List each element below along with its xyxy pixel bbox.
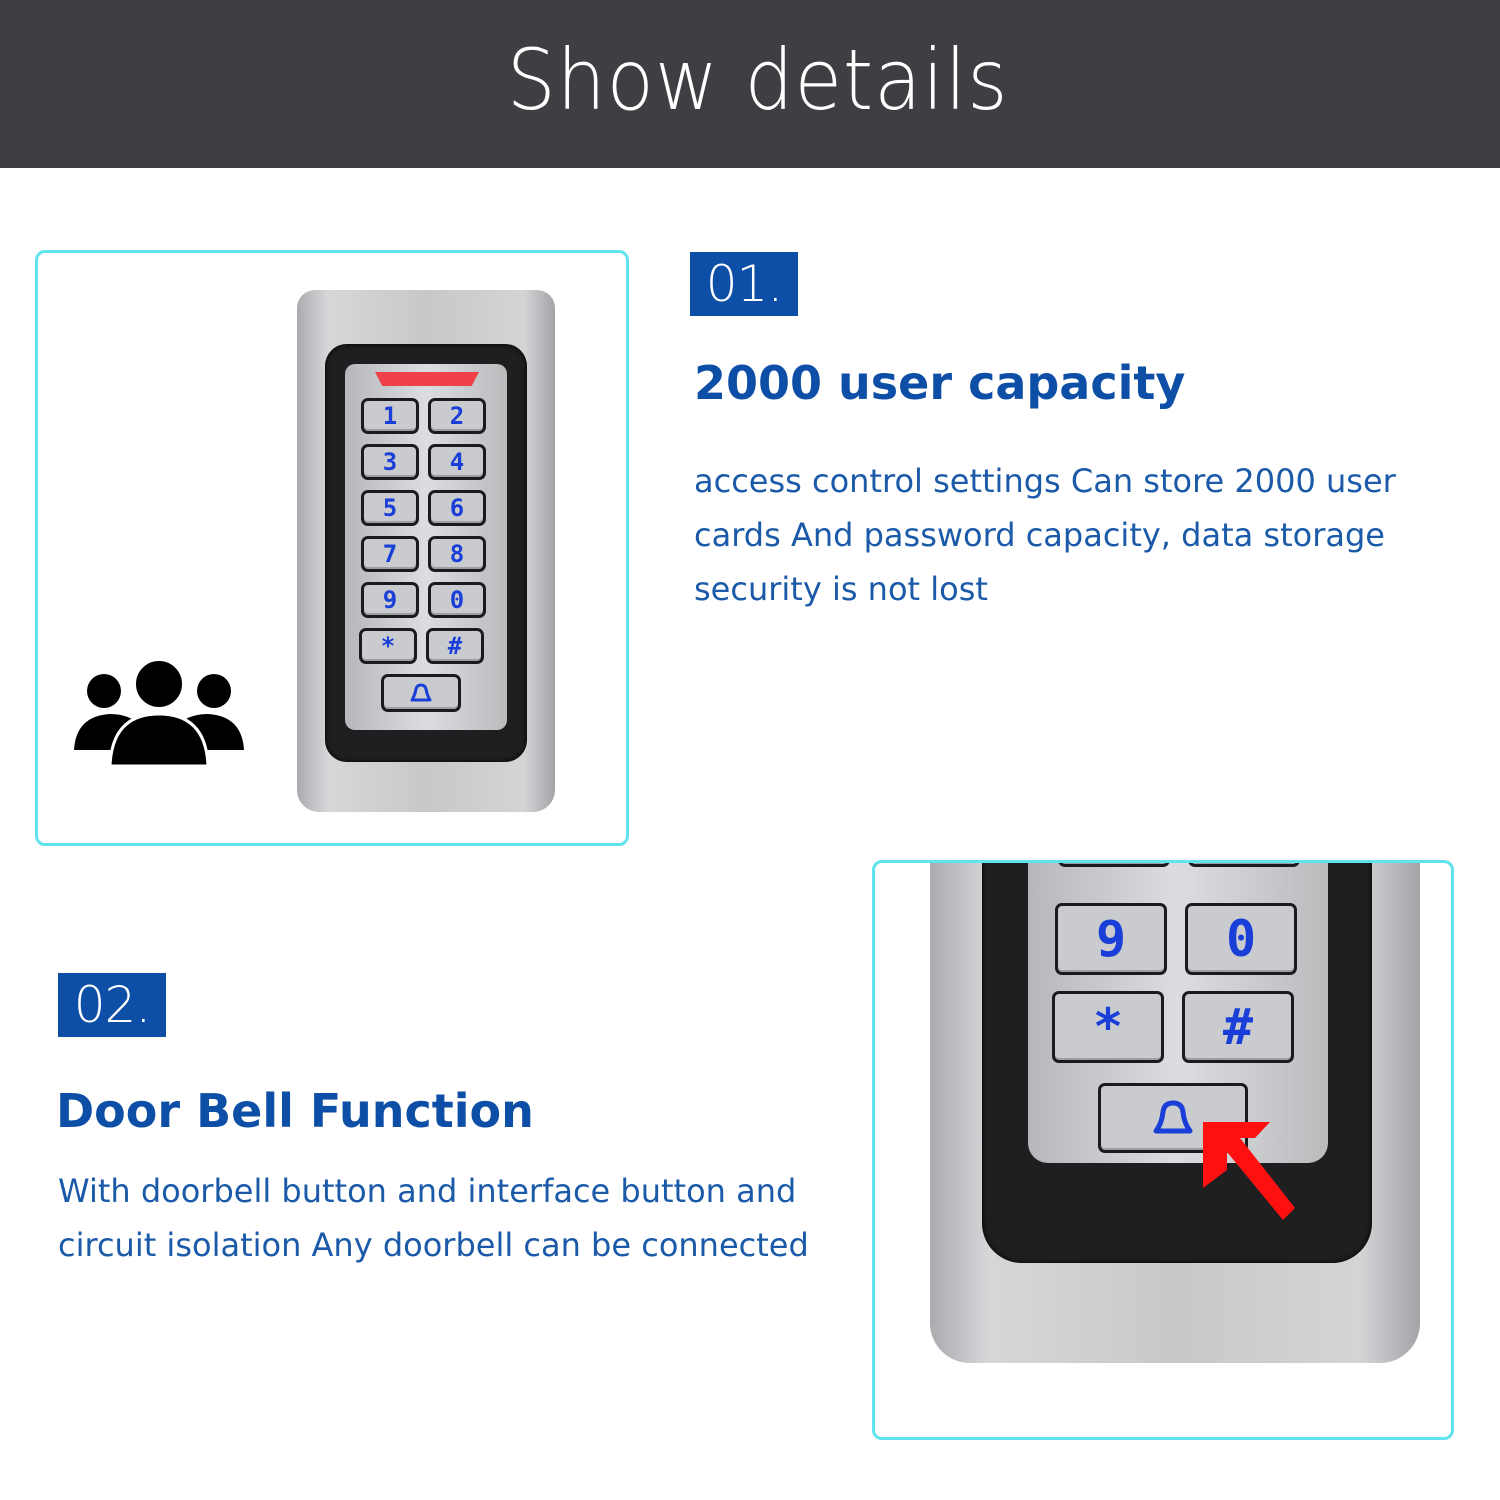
key-label: # [1222, 998, 1254, 1056]
bell-icon [1153, 1100, 1193, 1134]
page-title: Show details [507, 31, 1009, 129]
key-label: # [447, 632, 463, 660]
key-label: 5 [382, 494, 398, 522]
key-label: * [380, 632, 396, 660]
feature-1-number-badge: 01. [690, 252, 798, 316]
header-banner: Show details [0, 0, 1500, 168]
key-star: * [1052, 991, 1164, 1063]
red-arrow-icon [1203, 1122, 1295, 1220]
key-2: 2 [428, 398, 486, 434]
key-8-partial [1188, 863, 1300, 867]
key-label: 4 [449, 448, 465, 476]
key-label: 9 [382, 586, 398, 614]
keypad-device-image: 1 2 3 4 5 6 7 8 9 0 * # [297, 290, 555, 812]
key-label: 7 [382, 540, 398, 568]
key-5: 5 [361, 490, 419, 526]
users-group-icon [74, 659, 244, 768]
key-4: 4 [428, 444, 486, 480]
status-led [375, 372, 479, 386]
key-hash: # [1182, 991, 1294, 1063]
key-label: 3 [382, 448, 398, 476]
feature-2-image-frame: 9 0 * # [872, 860, 1454, 1440]
key-label: 0 [449, 586, 465, 614]
feature-2-title: Door Bell Function [56, 1084, 534, 1138]
key-hash: # [426, 628, 484, 664]
key-star: * [359, 628, 417, 664]
key-label: 2 [449, 402, 465, 430]
key-7: 7 [361, 536, 419, 572]
key-9: 9 [1055, 903, 1167, 975]
feature-2-number-badge: 02. [58, 973, 166, 1037]
feature-1-description: access control settings Can store 2000 u… [694, 462, 1396, 608]
key-1: 1 [361, 398, 419, 434]
key-label: 9 [1095, 910, 1127, 968]
key-label: 0 [1225, 910, 1257, 968]
key-8: 8 [428, 536, 486, 572]
key-3: 3 [361, 444, 419, 480]
key-0: 0 [428, 582, 486, 618]
bell-icon [410, 683, 432, 702]
key-label: 6 [449, 494, 465, 522]
key-0: 0 [1185, 903, 1297, 975]
key-7-partial [1058, 863, 1170, 867]
key-label: 8 [449, 540, 465, 568]
keypad-closeup-image: 9 0 * # [930, 863, 1420, 1363]
feature-1-title: 2000 user capacity [694, 356, 1186, 410]
key-9: 9 [361, 582, 419, 618]
key-label: * [1092, 998, 1124, 1056]
doorbell-key [381, 674, 461, 712]
key-label: 1 [382, 402, 398, 430]
feature-2-description: With doorbell button and interface butto… [58, 1172, 809, 1264]
key-6: 6 [428, 490, 486, 526]
